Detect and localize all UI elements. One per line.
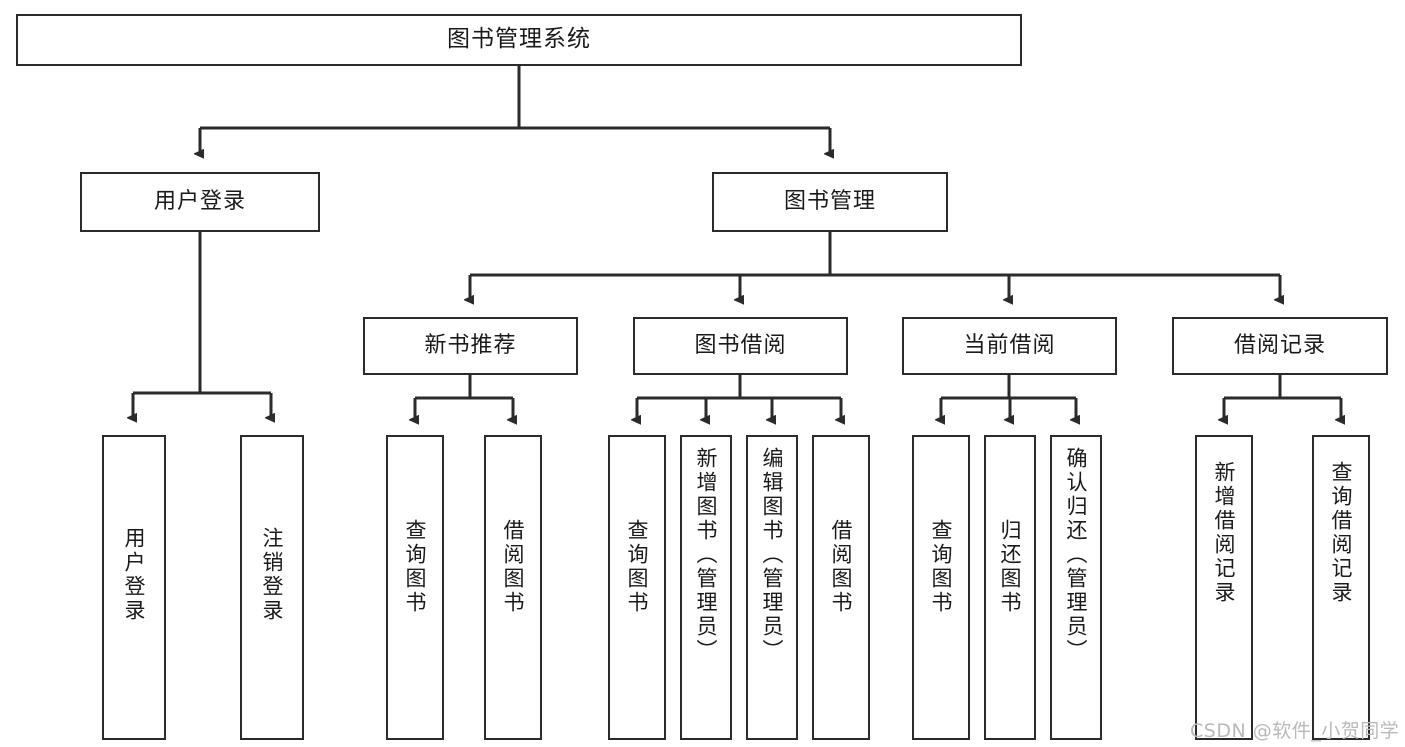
leaf-label: 查询图书 — [403, 519, 428, 615]
leaf-label: 查询图书 — [625, 519, 650, 615]
node-book-manage[interactable]: 图书管理 — [712, 172, 948, 232]
leaf-label: 新增借阅记录 — [1212, 461, 1237, 605]
node-leaf-query-book-3[interactable]: 查询图书 — [912, 435, 970, 740]
node-book-borrow[interactable]: 图书借阅 — [633, 317, 848, 375]
node-leaf-borrow-book-2[interactable]: 借阅图书 — [812, 435, 870, 740]
node-user-login[interactable]: 用户登录 — [80, 172, 320, 232]
node-borrow-record[interactable]: 借阅记录 — [1172, 317, 1388, 375]
node-leaf-borrow-book-1[interactable]: 借阅图书 — [484, 435, 542, 740]
node-leaf-query-borrow-record[interactable]: 查询借阅记录 — [1312, 435, 1370, 740]
node-leaf-add-book-admin[interactable]: 新增图书（管理员） — [680, 435, 732, 740]
node-leaf-add-borrow-record[interactable]: 新增借阅记录 — [1195, 435, 1253, 740]
leaf-label: 借阅图书 — [829, 519, 854, 615]
node-leaf-query-book-1[interactable]: 查询图书 — [386, 435, 444, 740]
leaf-label: 查询图书 — [929, 519, 954, 615]
leaf-label: 查询借阅记录 — [1329, 461, 1354, 605]
csdn-watermark: CSDN @软件_小贺同学 — [1190, 720, 1400, 742]
node-current-borrow[interactable]: 当前借阅 — [902, 317, 1117, 375]
node-new-book-recommend[interactable]: 新书推荐 — [363, 317, 578, 375]
node-leaf-query-book-2[interactable]: 查询图书 — [608, 435, 666, 740]
leaf-label: 新增图书（管理员） — [694, 447, 719, 663]
leaf-label: 注销登录 — [260, 527, 285, 623]
node-leaf-logout[interactable]: 注销登录 — [240, 435, 304, 740]
leaf-label: 编辑图书（管理员） — [760, 447, 785, 663]
node-leaf-user-login[interactable]: 用户登录 — [102, 435, 166, 740]
node-root-system[interactable]: 图书管理系统 — [16, 14, 1022, 66]
node-leaf-return-book[interactable]: 归还图书 — [984, 435, 1036, 740]
leaf-label: 用户登录 — [122, 527, 147, 623]
node-leaf-confirm-return[interactable]: 确认归还（管理员） — [1050, 435, 1102, 740]
leaf-label: 借阅图书 — [501, 519, 526, 615]
leaf-label: 确认归还（管理员） — [1064, 447, 1089, 663]
node-leaf-edit-book-admin[interactable]: 编辑图书（管理员） — [746, 435, 798, 740]
leaf-label: 归还图书 — [998, 519, 1023, 615]
